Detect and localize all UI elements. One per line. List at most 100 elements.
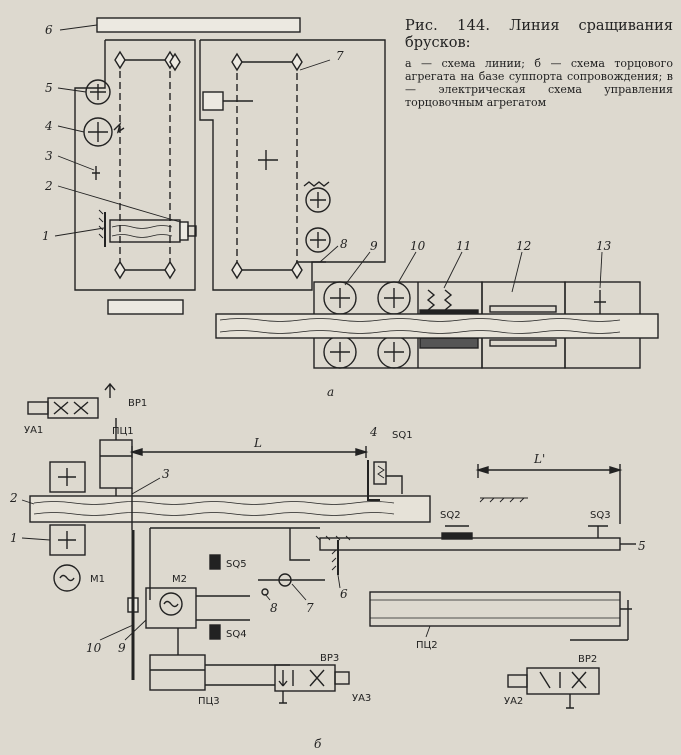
cross-mark [258, 150, 278, 170]
press-12-top [489, 305, 557, 313]
labels-a: 6 7 5 4 3 2 1 8 9 10 11 12 13 а [42, 23, 612, 399]
rod-6-hatch [331, 549, 337, 571]
label-a-9: 9 [370, 239, 378, 253]
leader-b2 [21, 499, 35, 505]
rail-hatch [315, 535, 351, 541]
label-ya1: УА1 [24, 425, 43, 436]
label-ya2: УА2 [504, 696, 523, 707]
diagram-a [54, 17, 659, 369]
pivot-8 [261, 588, 269, 596]
label-b-5: 5 [638, 539, 646, 553]
valve-bp2 [526, 667, 600, 695]
label-bp1: ВР1 [128, 398, 147, 409]
motor-m2-symbol [163, 600, 179, 608]
bp2-exhaust [566, 694, 574, 709]
figure-title: Линия сращивания брусков: [405, 18, 673, 51]
leader-7 [299, 59, 331, 71]
label-a-10: 10 [410, 239, 426, 253]
label-b-7: 7 [306, 601, 314, 615]
figure-caption: Рис. 144. Линия сращивания брусков: а — … [405, 18, 673, 109]
board-2-grain [33, 501, 395, 516]
label-sq3: SQ3 [590, 510, 611, 521]
figure-number: Рис. 144. [405, 18, 491, 34]
label-b-6: 6 [340, 587, 348, 601]
label-m2: М2 [172, 574, 187, 585]
sprockets-left [114, 50, 176, 280]
label-a-13: 13 [596, 239, 612, 253]
valve-bp3-symbols [278, 669, 325, 687]
pc3-lines [205, 664, 290, 686]
cylinder-pc2 [369, 591, 621, 627]
label-a-5: 5 [45, 81, 53, 95]
roller-right-a-cross [310, 192, 326, 208]
label-pc2: ПЦ2 [416, 640, 438, 651]
sq1-link [386, 475, 403, 494]
solenoid-ya1 [27, 401, 49, 415]
dimension-l [131, 446, 367, 458]
diagram-b [21, 382, 636, 709]
bottom-block [107, 299, 184, 315]
guide-rail-5 [319, 537, 621, 551]
pivot-7 [278, 573, 292, 587]
valve-bp1-symbols [53, 401, 89, 415]
sprockets-right [169, 52, 303, 280]
dimension-l2 [477, 464, 621, 524]
leader-2 [57, 185, 181, 223]
valve-bp1 [47, 397, 99, 419]
leader-6 [59, 24, 98, 31]
roller-5-cross [90, 84, 106, 100]
label-b-1: 1 [10, 531, 18, 545]
roller-10-cross [384, 288, 404, 308]
label-bp2: ВР2 [578, 654, 597, 665]
label-b-3: 3 [162, 467, 170, 481]
roller-right-b-cross [310, 232, 326, 248]
leader-11 [443, 251, 463, 289]
leader-12 [511, 251, 523, 293]
leader-b8 [264, 593, 271, 601]
label-a-3: 3 [45, 149, 53, 163]
cylinder-pc1 [99, 439, 133, 489]
switch-sq4 [209, 624, 221, 640]
press-11-bottom [419, 337, 479, 349]
labels-b: УА1 ВР1 ПЦ1 L 4 SQ1 L' 3 2 1 М1 SQ2 SQ3 … [9, 398, 646, 751]
cylinder-pc3 [149, 654, 206, 691]
solenoid-ya2 [507, 674, 528, 688]
leader-b9 [124, 619, 147, 641]
label-b-8: 8 [270, 601, 278, 615]
label-pc1: ПЦ1 [112, 426, 134, 437]
cylinder-pc2-walls [370, 599, 620, 619]
valve-bp2-symbols [539, 671, 587, 689]
cylinder-pc3-piston [150, 628, 205, 671]
leader-b3 [131, 477, 161, 495]
roller-right-a [305, 187, 331, 213]
motor-m1 [53, 564, 81, 592]
element-6-bar [96, 17, 301, 33]
label-dim-l: L [253, 436, 262, 450]
label-sq2: SQ2 [440, 510, 461, 521]
label-a-12: 12 [516, 239, 531, 253]
carriage-frame [131, 488, 320, 600]
leader-pc2 [425, 625, 431, 638]
roller-right-b [305, 227, 331, 253]
caption-description: а — схема линии; б — схема торцового агр… [405, 57, 673, 109]
pc2-feed [570, 600, 632, 641]
springs-11 [426, 289, 453, 311]
support-1-hatch [98, 209, 104, 239]
leader-b7 [291, 583, 307, 601]
leader-9 [344, 251, 371, 286]
roller-4-cross [88, 122, 108, 142]
pusher-2 [179, 221, 189, 241]
spring-4 [113, 121, 125, 134]
label-a-7: 7 [336, 49, 344, 63]
stop-4 [367, 460, 380, 501]
label-sq5: SQ5 [226, 559, 247, 570]
motor-m1-symbol [59, 574, 75, 582]
leader-3 [57, 155, 95, 171]
ground-hatch [479, 497, 528, 503]
dimension-l-arrows [129, 448, 369, 456]
right-frame-7 [199, 39, 386, 291]
label-b-2: 2 [9, 491, 18, 505]
feed-roller-top [49, 461, 86, 493]
